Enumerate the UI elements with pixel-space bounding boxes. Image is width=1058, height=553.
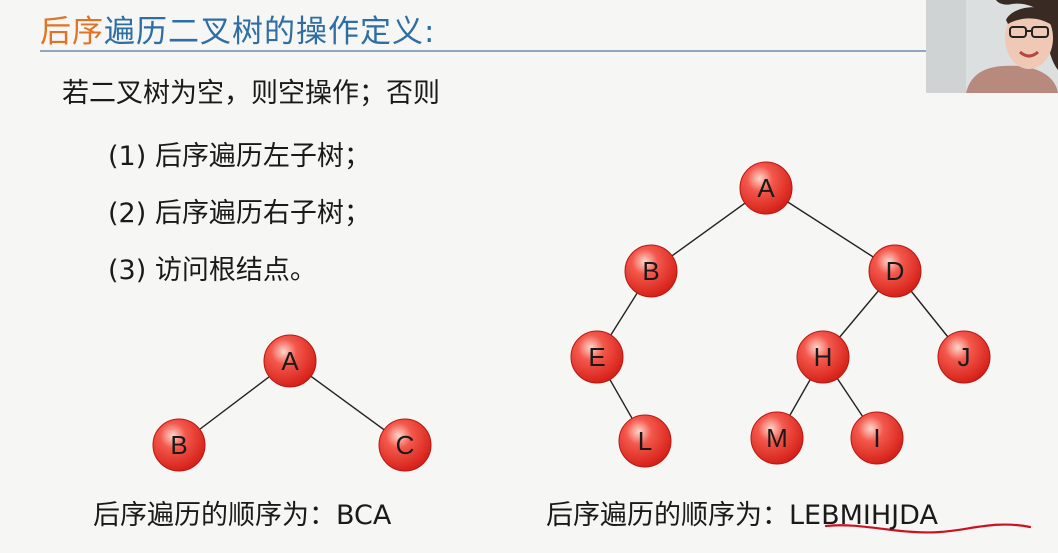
- tree-node-label-D: D: [886, 256, 905, 286]
- tree-node-label-A: A: [757, 173, 775, 203]
- definition-step-2: (2) 后序遍历右子树；: [108, 198, 371, 229]
- definition-step-1: (1) 后序遍历左子树；: [108, 141, 371, 172]
- tree-node-M: [750, 411, 804, 465]
- tree-node-D: [868, 244, 922, 298]
- tree-node-label-L: L: [638, 426, 652, 456]
- tree-node-label-I: I: [873, 423, 880, 453]
- tree-node-I: [850, 411, 904, 465]
- large-binary-tree: A B D E H J L M I: [570, 161, 991, 468]
- sequence-underline-annotation: [824, 523, 1032, 534]
- small-binary-tree: A B C: [152, 334, 432, 472]
- tree-node-label-H: H: [814, 342, 833, 372]
- result-large-tree: 后序遍历的顺序为：LEBMIHJDA: [546, 493, 938, 532]
- tree-node-label-J: J: [958, 342, 971, 372]
- result-large-prefix: 后序遍历的顺序为：: [546, 500, 789, 531]
- tree-node-label-B: B: [170, 430, 187, 460]
- tree-node-label-C: C: [396, 430, 415, 460]
- tree-node-L: [618, 414, 672, 468]
- tree-node-B: [152, 418, 206, 472]
- tree-node-label-A: A: [281, 346, 299, 376]
- title-divider: [40, 50, 930, 52]
- tree-node-E: [570, 330, 624, 384]
- webcam-overlay: [926, 0, 1058, 93]
- result-small-tree: 后序遍历的顺序为：BCA: [93, 500, 392, 531]
- result-large-sequence: LEBMIHJDA: [789, 500, 938, 531]
- tree-node-A: [739, 161, 793, 215]
- tree-node-label-E: E: [588, 342, 605, 372]
- title-main: 遍历二叉树的操作定义:: [104, 14, 436, 50]
- tree-node-J: [937, 330, 991, 384]
- tree-node-A: [263, 334, 317, 388]
- definition-step-3: (3) 访问根结点。: [108, 255, 317, 286]
- tree-node-label-M: M: [766, 423, 788, 453]
- page-title: 后序遍历二叉树的操作定义:: [40, 6, 435, 51]
- tree-node-H: [796, 330, 850, 384]
- title-accent: 后序: [40, 14, 104, 50]
- definition-intro: 若二叉树为空，则空操作；否则: [62, 78, 440, 109]
- tree-node-C: [378, 418, 432, 472]
- tree-node-label-B: B: [642, 256, 659, 286]
- tree-node-B: [624, 244, 678, 298]
